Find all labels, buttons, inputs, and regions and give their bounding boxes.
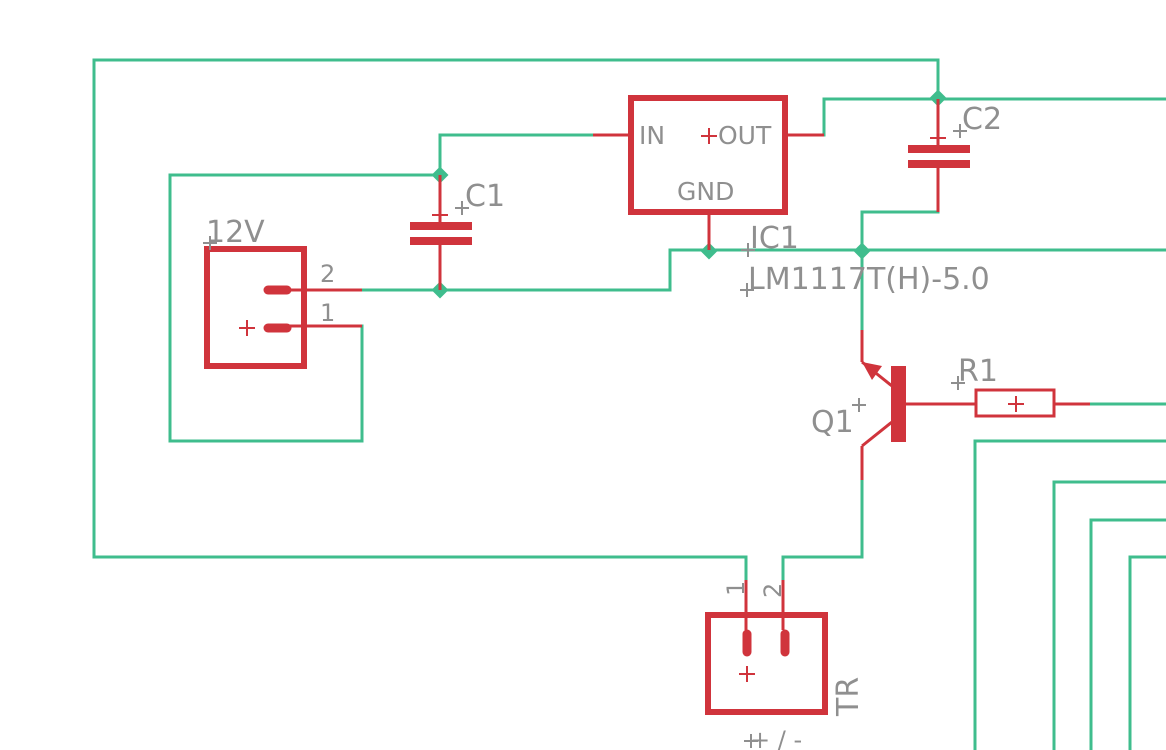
- connector-tr-pin2-label: 2: [759, 583, 787, 598]
- net-c2-bottom[interactable]: [860, 166, 940, 252]
- ic1-name-origin: [741, 243, 755, 257]
- c2-origin-cross: [930, 130, 946, 146]
- q1-name-origin: [852, 398, 866, 412]
- connector-tr-body: [705, 612, 828, 715]
- connector-12v-origin-cross: [239, 320, 255, 336]
- connector-tr-origin-cross: [739, 666, 755, 682]
- net-q1-emitter[interactable]: [781, 478, 864, 582]
- bottom-label: + / -: [750, 726, 802, 750]
- connector-tr[interactable]: 1 2 TR + / -: [705, 580, 866, 750]
- connector-12v-name-label: 12V: [206, 215, 265, 250]
- net-vin-loop[interactable]: [168, 173, 442, 443]
- r1-name-label: R1: [958, 354, 998, 389]
- r1-name-origin: [951, 376, 965, 390]
- net-bus-2[interactable]: [1052, 480, 1166, 750]
- net-vin[interactable]: [438, 133, 595, 177]
- connector-tr-pin1-label: 1: [722, 581, 750, 596]
- net-bus-3[interactable]: [1089, 518, 1166, 750]
- connector-12v-pin2-label: 2: [320, 260, 335, 288]
- c1-plate-bottom: [410, 237, 472, 245]
- r1-origin-cross: [1008, 396, 1024, 412]
- connector-tr-name-label: TR: [831, 677, 866, 717]
- net-bus-1[interactable]: [973, 439, 1166, 750]
- junction-dot: [700, 242, 718, 260]
- capacitor-c1[interactable]: C1: [410, 175, 505, 290]
- c2-plate-top: [908, 145, 970, 153]
- c1-origin-cross: [432, 207, 448, 223]
- junction-dot: [853, 242, 871, 260]
- c1-name-label: C1: [465, 179, 505, 214]
- net-5v-out[interactable]: [822, 97, 1166, 137]
- net-outer-loop[interactable]: [92, 58, 940, 582]
- q1-arrow: [862, 362, 882, 380]
- connector-12v[interactable]: 2 1 12V: [203, 215, 362, 369]
- q1-base-bar: [891, 366, 906, 442]
- c2-name-label: C2: [962, 102, 1002, 137]
- net-bus-4[interactable]: [1128, 555, 1166, 750]
- resistor-r1[interactable]: R1: [951, 354, 1090, 418]
- connector-12v-name-origin: [203, 236, 217, 250]
- ic1-value-label: LM1117T(H)-5.0: [748, 262, 990, 297]
- ic1-origin-cross: [701, 128, 717, 144]
- connector-12v-pin1-label: 1: [320, 299, 335, 327]
- capacitor-c2[interactable]: C2: [908, 99, 1002, 212]
- c1-plate-top: [410, 222, 472, 230]
- q1-emitter-diag: [861, 420, 893, 448]
- ic1-name-label: IC1: [750, 221, 799, 256]
- ic1-pin-in-label: IN: [639, 121, 665, 150]
- c1-name-origin: [455, 201, 469, 215]
- ic1-regulator[interactable]: IN OUT GND IC1 LM1117T(H)-5.0: [593, 95, 990, 297]
- c2-name-origin: [953, 124, 967, 138]
- ic1-value-origin: [740, 283, 754, 297]
- net-ground-rail[interactable]: [668, 248, 1166, 292]
- bottom-label-origin: [744, 734, 758, 748]
- q1-name-label: Q1: [811, 405, 854, 440]
- connector-12v-body: [204, 246, 307, 369]
- junction-dot: [929, 89, 947, 107]
- c2-plate-bottom: [908, 160, 970, 168]
- ic1-pin-out-label: OUT: [718, 121, 772, 150]
- junctions: [431, 89, 947, 299]
- ic1-pin-gnd-label: GND: [677, 177, 734, 206]
- wires: [92, 58, 1166, 750]
- transistor-q1[interactable]: Q1: [811, 330, 975, 480]
